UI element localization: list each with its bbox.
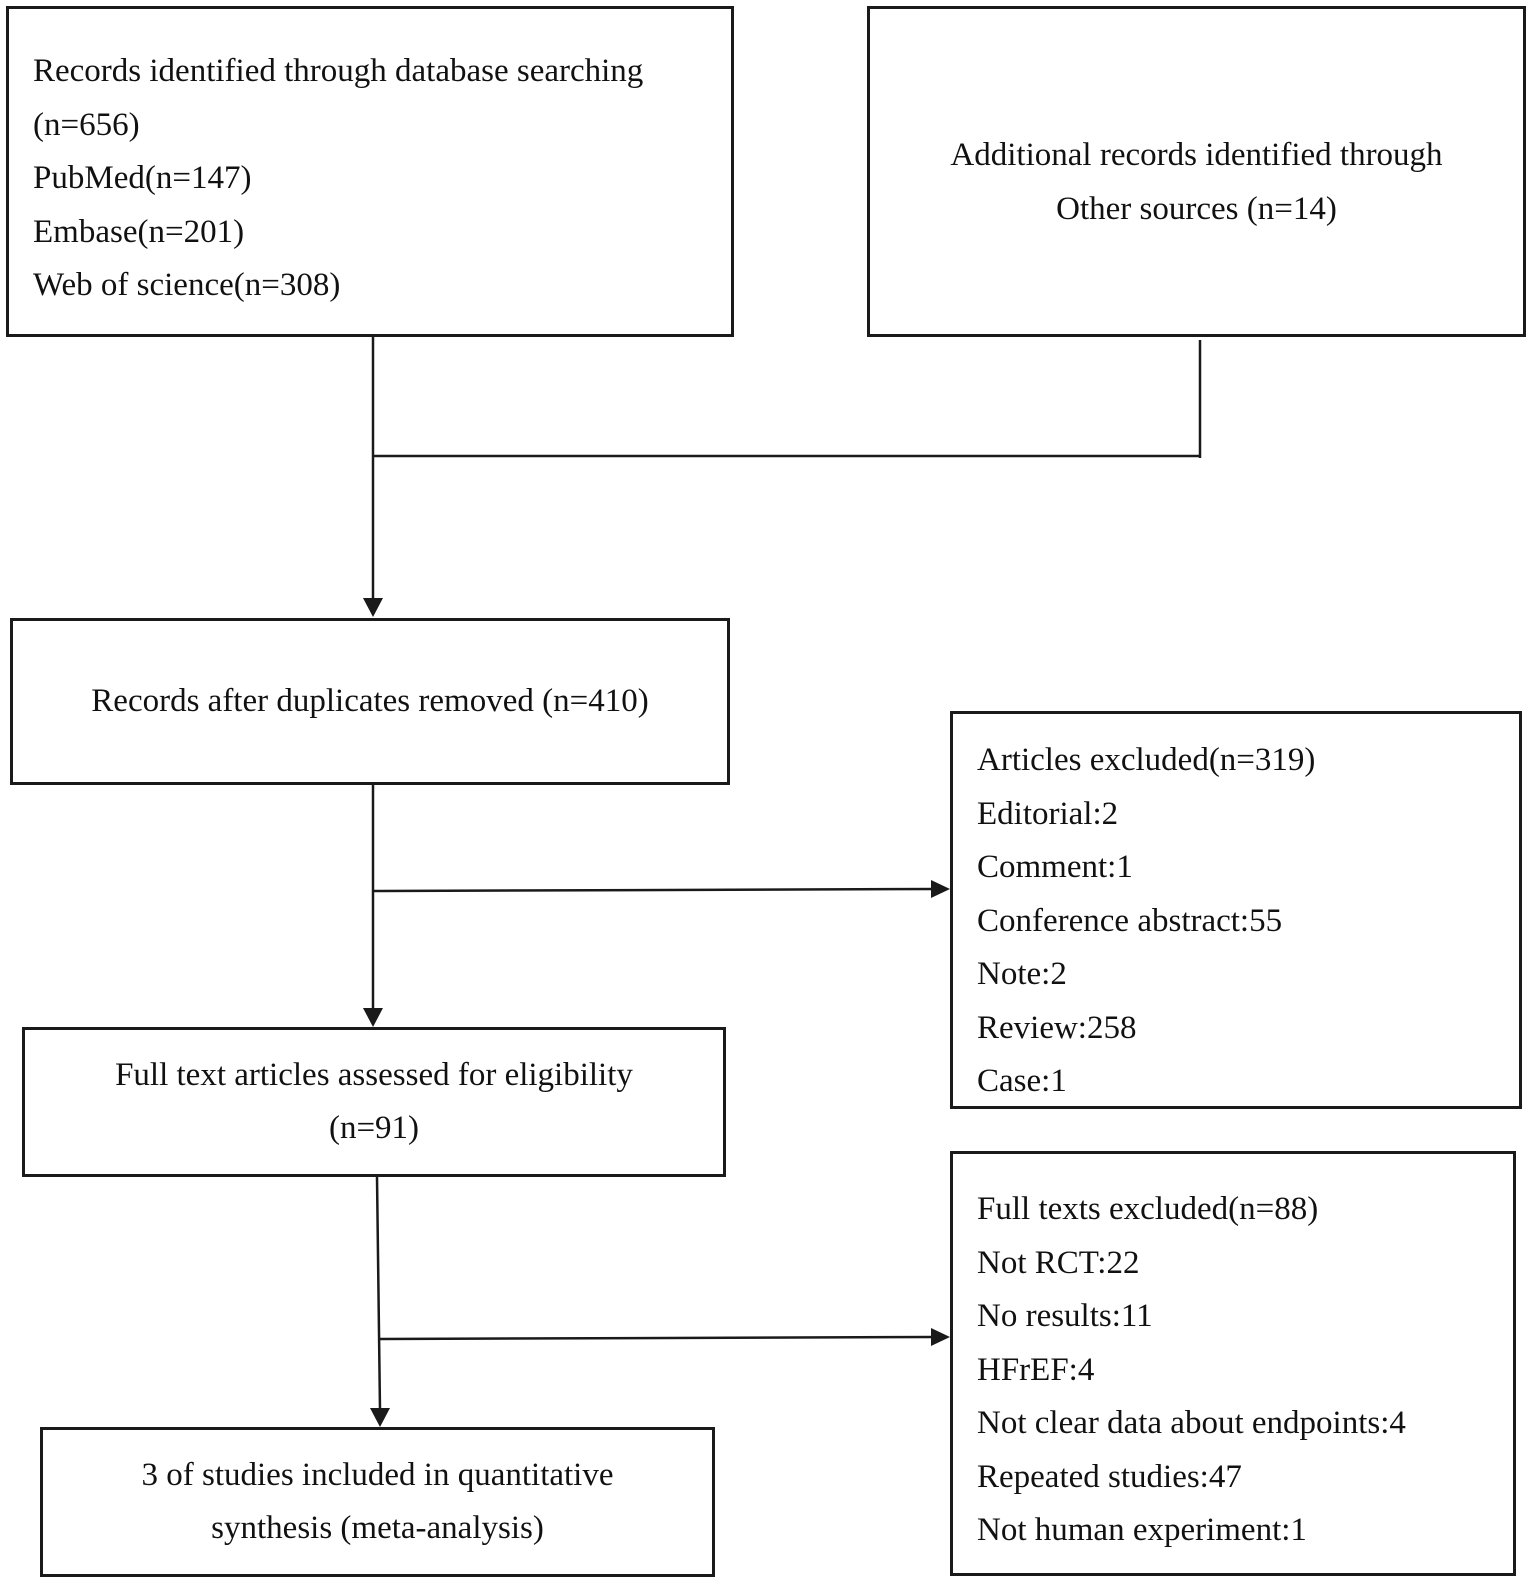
excluded-conference-abstract: Conference abstract:55	[977, 902, 1283, 939]
connector-full-text-down	[375, 1176, 382, 1411]
web-of-science-count: Web of science(n=308)	[33, 267, 341, 303]
full-texts-excluded-title: Full texts excluded(n=88)	[977, 1191, 1319, 1227]
other-sources-line-2: Other sources (n=14)	[1056, 190, 1337, 227]
arrowhead-full-text-assessed	[363, 1008, 383, 1027]
database-records-line: Records identified through database sear…	[33, 53, 644, 89]
arrowhead-articles-excluded	[931, 880, 950, 898]
after-duplicates-box: Records after duplicates removed (n=410)	[10, 618, 730, 785]
full-texts-excluded-box: Full texts excluded(n=88) Not RCT:22 No …	[950, 1151, 1516, 1576]
arrowhead-full-texts-excluded	[931, 1328, 950, 1346]
studies-included-box: 3 of studies included in quantitative sy…	[40, 1427, 715, 1577]
other-sources-line-1: Additional records identified through	[950, 137, 1443, 173]
excluded-hfref: HFrEF:4	[977, 1351, 1095, 1388]
connector-to-full-texts-excluded	[379, 1335, 936, 1341]
database-records-box: Records identified through database sear…	[6, 6, 734, 337]
full-text-assessed-line-1: Full text articles assessed for eligibil…	[115, 1056, 633, 1093]
pubmed-count: PubMed(n=147)	[33, 160, 252, 196]
articles-excluded-title: Articles excluded(n=319)	[977, 742, 1316, 778]
excluded-unclear-endpoints: Not clear data about endpoints:4	[977, 1405, 1406, 1441]
articles-excluded-box: Articles excluded(n=319) Editorial:2 Com…	[950, 711, 1522, 1109]
excluded-editorial: Editorial:2	[977, 795, 1119, 832]
excluded-note: Note:2	[977, 956, 1067, 992]
excluded-case: Case:1	[977, 1063, 1067, 1099]
other-sources-box: Additional records identified through Ot…	[867, 6, 1526, 337]
studies-included-line-2: synthesis (meta-analysis)	[211, 1510, 544, 1546]
connector-to-articles-excluded	[372, 887, 939, 893]
excluded-not-human: Not human experiment:1	[977, 1512, 1307, 1548]
excluded-comment: Comment:1	[977, 849, 1133, 885]
arrowhead-after-duplicates	[363, 598, 383, 617]
excluded-no-results: No results:11	[977, 1298, 1153, 1334]
arrowhead-included	[370, 1408, 390, 1427]
embase-count: Embase(n=201)	[33, 213, 245, 250]
excluded-not-rct: Not RCT:22	[977, 1244, 1140, 1281]
after-duplicates-text: Records after duplicates removed (n=410)	[91, 682, 649, 719]
studies-included-line-1: 3 of studies included in quantitative	[141, 1456, 614, 1493]
full-text-assessed-line-2: (n=91)	[328, 1110, 420, 1146]
excluded-repeated-studies: Repeated studies:47	[977, 1458, 1242, 1495]
database-records-count: (n=656)	[33, 106, 140, 143]
full-text-assessed-box: Full text articles assessed for eligibil…	[22, 1027, 726, 1177]
excluded-review: Review:258	[977, 1009, 1137, 1046]
